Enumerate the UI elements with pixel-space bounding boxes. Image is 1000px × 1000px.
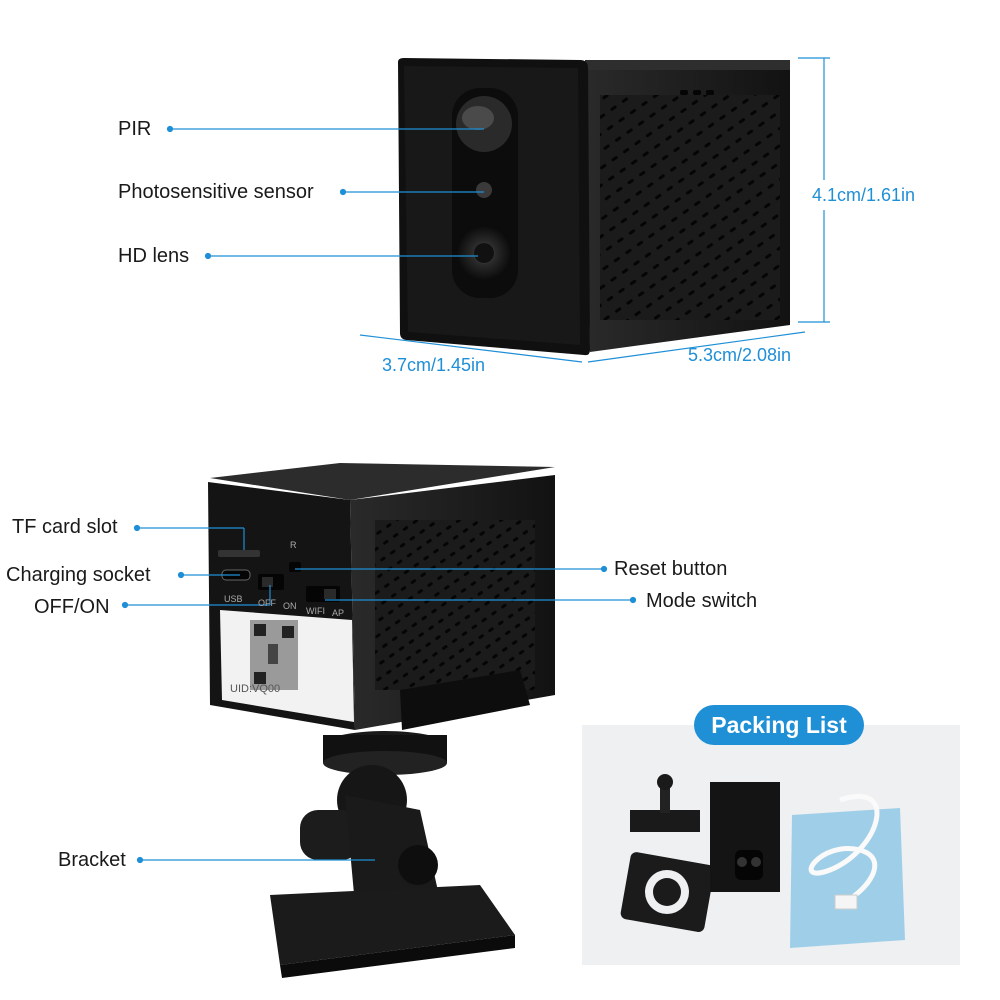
device-text-off: OFF xyxy=(258,598,276,608)
reset-button xyxy=(289,562,301,572)
device-text-on: ON xyxy=(283,601,297,611)
packing-list-photo xyxy=(582,725,960,965)
callout-lines-top xyxy=(166,125,484,260)
label-reset-button: Reset button xyxy=(614,558,728,580)
speaker-grille xyxy=(600,95,780,320)
device-text-wifi: WIFI xyxy=(306,606,325,616)
device-uid: UID:VQ00 xyxy=(230,683,281,695)
callout-lines-bottom xyxy=(121,524,637,864)
label-pir: PIR xyxy=(118,118,152,140)
label-off-on: OFF/ON xyxy=(34,596,110,618)
label-hd-lens: HD lens xyxy=(118,245,190,267)
dim-height: 4.1cm/1.61in xyxy=(812,185,916,205)
device-text-ap: AP xyxy=(332,608,345,618)
label-bracket: Bracket xyxy=(58,849,126,871)
tf-card-slot xyxy=(218,550,260,557)
dim-depth: 5.3cm/2.08in xyxy=(688,345,792,365)
label-photosensitive-sensor: Photosensitive sensor xyxy=(118,181,314,203)
device-text-usb: USB xyxy=(224,594,243,604)
dim-width: 3.7cm/1.45in xyxy=(382,355,486,375)
packing-list-badge: Packing List xyxy=(694,705,864,745)
photosensitive-sensor xyxy=(476,182,492,198)
speaker-grille-back xyxy=(375,520,535,690)
dimension-lines xyxy=(359,57,830,363)
bracket xyxy=(270,731,515,978)
label-charging-socket: Charging socket xyxy=(6,564,151,586)
camera-top-view xyxy=(398,58,790,356)
camera-back-view xyxy=(208,463,555,730)
label-mode-switch: Mode switch xyxy=(646,590,758,612)
device-text-r: R xyxy=(290,540,297,550)
label-tf-card-slot: TF card slot xyxy=(12,516,118,538)
